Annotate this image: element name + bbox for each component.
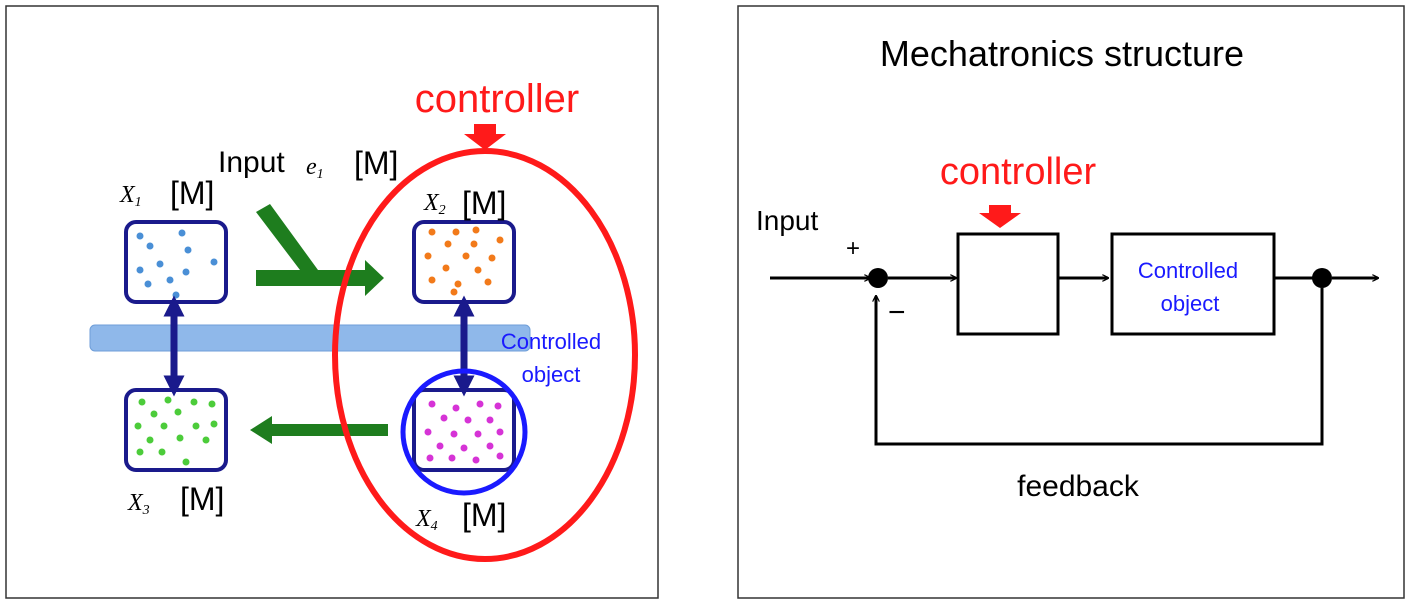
right-title: Mechatronics structure [880,33,1244,74]
membrane-bar [89,324,531,352]
feedback-label: feedback [1017,470,1140,503]
plus-sign: + [846,235,860,262]
feedback-path [876,288,1324,446]
var-x1: X1 [119,182,142,210]
controller-ellipse [332,148,638,562]
input-var: e1 [306,154,324,182]
controlled-object-circle [400,368,528,496]
dots-x1 [136,229,218,299]
unit-x1: [M] [170,175,214,211]
unit-x3: [M] [180,481,224,517]
branch-point [1312,268,1332,288]
var-x4: X4 [415,506,438,534]
right-controller-pointer-icon [979,205,1021,228]
x4-to-x3-arrow [250,416,388,444]
left-controller-pointer-icon [464,124,506,150]
var-x3: X3 [127,490,150,518]
dots-x3 [134,396,218,466]
left-controller-label: controller [415,77,580,121]
unit-x2: [M] [462,185,506,221]
minus-sign: − [888,296,906,329]
left-panel-frame [5,5,659,599]
input-unit: [M] [354,145,398,181]
box-x2 [412,220,516,304]
dots-x2 [424,226,504,296]
right-controller-label: controller [940,151,1097,193]
summing-junction [868,268,888,288]
unit-x4: [M] [462,497,506,533]
right-input-label: Input [756,205,818,236]
right-controlled-label-1: Controlled [1138,258,1238,283]
left-controlled-label-1: Controlled [501,329,601,354]
right-controlled-label-2: object [1161,291,1220,316]
dots-x4 [424,400,504,464]
controlled-object-block [1110,232,1276,336]
controller-block [956,232,1060,336]
var-x2: X2 [423,190,446,218]
input-label: Input [218,146,285,179]
left-controlled-label-2: object [522,362,581,387]
input-merge-arrow [256,204,384,296]
right-panel-frame [737,5,1405,599]
